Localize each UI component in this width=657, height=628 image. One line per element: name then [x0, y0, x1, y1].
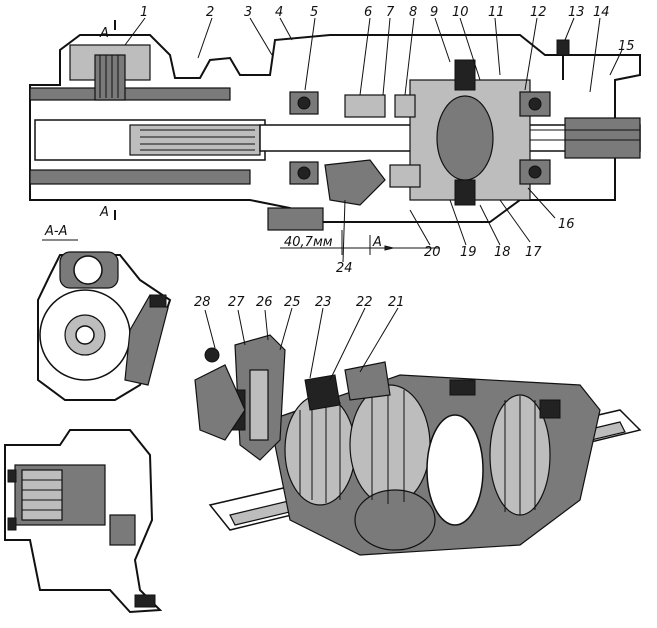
dimension-arrow-label: А [372, 235, 382, 250]
exploded-callouts: 28 27 26 25 23 22 21 [194, 295, 405, 310]
longitudinal-section-view: А А 40,7мм А [29, 20, 641, 255]
callout-9: 9 [430, 5, 438, 20]
callout-3: 3 [244, 5, 252, 20]
callout-18: 18 [494, 245, 511, 260]
bottom-left-section-view [4, 429, 163, 614]
callout-20: 20 [424, 245, 441, 260]
callout-8: 8 [409, 5, 417, 20]
side-callout-leaders [342, 187, 556, 263]
callout-15: 15 [618, 39, 635, 54]
callout-24: 24 [336, 261, 353, 276]
callout-23: 23 [315, 295, 332, 310]
shaft-splines [140, 129, 255, 151]
bolt-threads [22, 479, 62, 511]
callout-27: 27 [228, 295, 245, 310]
callout-6: 6 [364, 5, 372, 20]
callout-16: 16 [558, 217, 575, 232]
exploded-perspective-view [194, 334, 642, 556]
section-marker-bottom: А [99, 205, 109, 220]
callout-4: 4 [275, 5, 283, 20]
top-callout-leaders [124, 17, 623, 96]
section-marker-top: А [99, 26, 109, 41]
gear-teeth-lines [299, 388, 536, 515]
top-gear-teeth [99, 55, 119, 98]
callout-17: 17 [525, 245, 542, 260]
callout-7: 7 [386, 5, 395, 20]
bearings [289, 91, 551, 185]
callout-5: 5 [310, 5, 318, 20]
callout-28: 28 [194, 295, 211, 310]
callout-11: 11 [488, 5, 505, 20]
section-a-a-caption: А-А [44, 224, 67, 239]
callout-25: 25 [284, 295, 301, 310]
dimension-label: 40,7мм [284, 235, 333, 250]
callout-19: 19 [460, 245, 477, 260]
callout-2: 2 [206, 5, 214, 20]
callout-21: 21 [388, 295, 405, 310]
side-callouts: 16 17 18 19 20 24 [336, 217, 575, 276]
callout-22: 22 [356, 295, 373, 310]
callout-1: 1 [140, 5, 148, 20]
section-a-a-view: А-А [37, 224, 172, 401]
callout-14: 14 [593, 5, 610, 20]
callout-13: 13 [568, 5, 585, 20]
exploded-callout-leaders [204, 307, 399, 381]
top-callouts: 1 2 3 4 5 6 7 8 9 10 11 12 13 14 15 [140, 5, 635, 54]
callout-10: 10 [452, 5, 469, 20]
callout-26: 26 [256, 295, 273, 310]
callout-12: 12 [530, 5, 547, 20]
